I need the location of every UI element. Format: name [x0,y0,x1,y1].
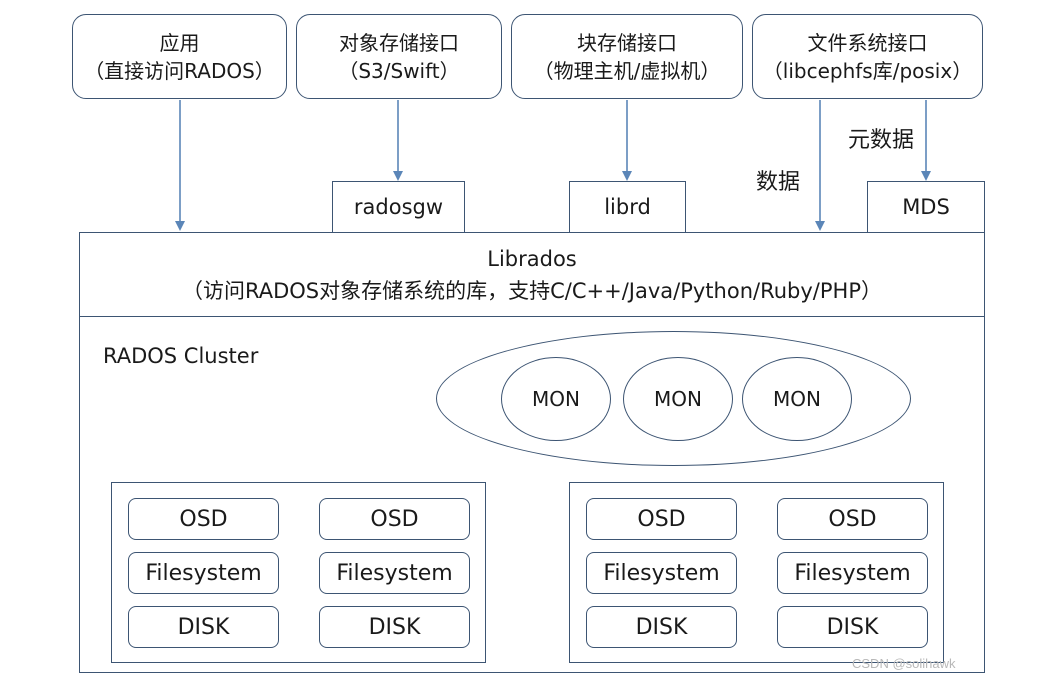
mds-label: MDS [902,195,950,219]
librd-box: librd [569,181,686,233]
monitor-label: MON [532,387,580,411]
data-label: 数据 [756,170,801,195]
interface-subtitle: （物理主机/虚拟机） [533,58,721,83]
watermark: CSDN @solihawk [852,656,956,671]
osd-label: OSD [828,506,877,532]
librados-title: Librados [487,246,577,271]
osd-box: OSD [777,498,928,540]
interface-subtitle: （S3/Swift） [338,58,460,83]
filesystem-label: Filesystem [145,560,262,586]
monitor-node: MON [623,357,733,441]
interface-file-system: 文件系统接口 （libcephfs库/posix） [752,14,983,99]
interface-subtitle: （libcephfs库/posix） [762,58,973,83]
interface-title: 块存储接口 [577,30,677,55]
disk-box: DISK [128,606,279,648]
disk-label: DISK [368,614,421,640]
filesystem-box: Filesystem [777,552,928,594]
librados-subtitle: （访问RADOS对象存储系统的库，支持C/C++/Java/Python/Rub… [181,278,882,303]
osd-label: OSD [637,506,686,532]
osd-box: OSD [586,498,737,540]
mds-box: MDS [867,181,985,233]
disk-box: DISK [319,606,470,648]
filesystem-box: Filesystem [586,552,737,594]
cluster-title: RADOS Cluster [103,344,259,368]
interface-title: 应用 [159,30,200,55]
disk-box: DISK [586,606,737,648]
filesystem-label: Filesystem [336,560,453,586]
osd-box: OSD [319,498,470,540]
osd-label: OSD [370,506,419,532]
disk-label: DISK [826,614,879,640]
osd-box: OSD [128,498,279,540]
interface-subtitle: （直接访问RADOS） [84,58,275,83]
interface-object-storage: 对象存储接口 （S3/Swift） [296,14,502,99]
disk-label: DISK [635,614,688,640]
monitor-node: MON [742,357,852,441]
filesystem-box: Filesystem [128,552,279,594]
librd-label: librd [604,195,651,219]
disk-label: DISK [177,614,230,640]
metadata-label: 元数据 [848,128,915,153]
filesystem-box: Filesystem [319,552,470,594]
radosgw-label: radosgw [353,195,444,219]
osd-label: OSD [179,506,228,532]
monitor-label: MON [773,387,821,411]
disk-box: DISK [777,606,928,648]
librados-box: Librados （访问RADOS对象存储系统的库，支持C/C++/Java/P… [79,232,985,317]
filesystem-label: Filesystem [794,560,911,586]
interface-block-storage: 块存储接口 （物理主机/虚拟机） [511,14,743,99]
filesystem-label: Filesystem [603,560,720,586]
monitor-node: MON [501,357,611,441]
interface-title: 文件系统接口 [807,30,928,55]
radosgw-box: radosgw [332,181,465,233]
interface-title: 对象存储接口 [339,30,459,55]
monitor-label: MON [654,387,702,411]
interface-application: 应用 （直接访问RADOS） [72,14,287,99]
